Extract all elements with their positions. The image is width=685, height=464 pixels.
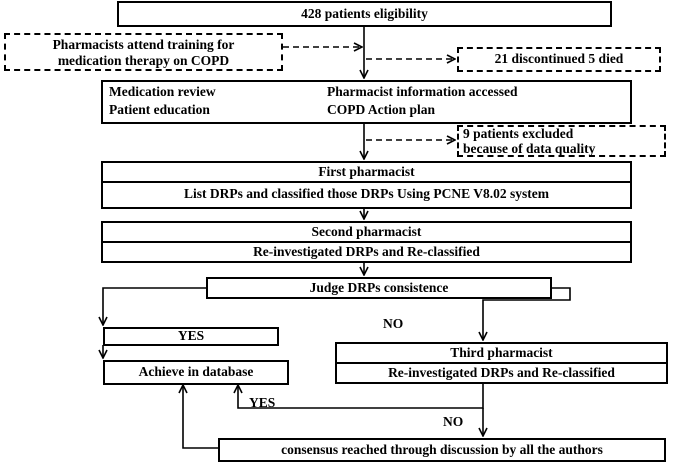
achieve-box [103, 360, 289, 385]
review-info-label: Pharmacist information accessed [327, 84, 518, 99]
review-box [101, 80, 632, 124]
excluded-label-line1: 9 patients excluded [463, 126, 574, 141]
yes-box [103, 327, 279, 346]
eligibility-label: 428 patients eligibility [301, 6, 428, 21]
consensus-box [218, 438, 666, 462]
yes-label: YES [177, 328, 205, 343]
judge-box [206, 277, 552, 299]
judge-label: Judge DRPs consistence [309, 280, 449, 295]
first-pharmacist-body: List DRPs and classified those DRPs Usin… [183, 186, 550, 201]
discontinued-box [457, 47, 661, 72]
training-label-line1: Pharmacists attend training for [52, 37, 235, 52]
review-action-label: COPD Action plan [327, 102, 436, 117]
training-box [4, 33, 283, 71]
arrow-judge-to-third [483, 287, 571, 340]
arrow-consensus-to-achieve [183, 385, 218, 449]
eligibility-box [117, 1, 612, 27]
edge-label-no-judge: NO [383, 316, 404, 331]
third-pharmacist-body: Re-investigated DRPs and Re-classified [388, 365, 615, 380]
consensus-label: consensus reached through discussion by … [281, 442, 603, 457]
excluded-box [457, 125, 666, 157]
edge-label-yes-third: YES [249, 395, 276, 410]
review-education-label: Patient education [109, 102, 210, 117]
second-pharmacist-body: Re-investigated DRPs and Re-classified [253, 244, 480, 259]
first-pharmacist-title: First pharmacist [318, 164, 415, 179]
first-pharmacist-box [101, 161, 632, 209]
arrow-judge-to-yes [103, 287, 206, 325]
edge-label-no-third: NO [443, 414, 464, 429]
achieve-label: Achieve in database [138, 364, 254, 379]
third-pharmacist-divider [335, 362, 668, 364]
discontinued-label: 21 discontinued 5 died [494, 51, 624, 66]
review-medication-label: Medication review [109, 84, 216, 99]
first-pharmacist-divider [101, 181, 632, 183]
training-label-line2: medication therapy on COPD [57, 53, 230, 68]
second-pharmacist-divider [101, 241, 632, 243]
second-pharmacist-title: Second pharmacist [311, 224, 422, 239]
arrow-third-to-achieve [238, 383, 484, 409]
third-pharmacist-title: Third pharmacist [450, 345, 553, 360]
excluded-label-line2: because of data quality [463, 141, 596, 156]
